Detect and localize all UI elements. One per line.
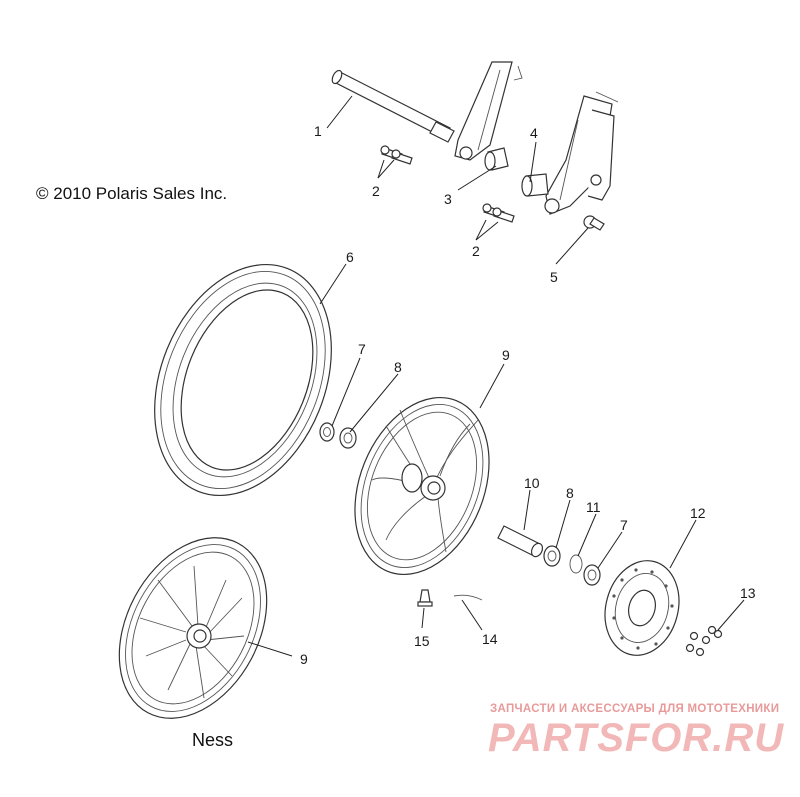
callout-5: 5: [550, 269, 558, 285]
pinch-bolts-lower: [482, 203, 515, 223]
callout-4: 4: [530, 125, 538, 141]
callout-14: 14: [482, 631, 498, 647]
leader-lines: [247, 95, 745, 657]
axle-spacer-tube: [497, 525, 544, 558]
callout-8-right: 8: [566, 485, 574, 501]
front-axle: [331, 69, 455, 143]
callout-7-right: 7: [620, 517, 628, 533]
callout-1: 1: [314, 123, 322, 139]
wheel-seal-right: [583, 564, 601, 586]
balance-weight: [453, 594, 483, 601]
wheel-spacer-right: [521, 173, 549, 197]
callout-2-lower: 2: [472, 243, 480, 259]
ness-variant-label: Ness: [192, 730, 234, 750]
callout-12: 12: [690, 505, 706, 521]
callout-9-ness: 9: [300, 651, 308, 667]
callout-9-main: 9: [502, 347, 510, 363]
rotor-bolts: [685, 625, 723, 657]
copyright-notice: © 2010 Polaris Sales Inc.: [36, 184, 228, 203]
callout-3: 3: [444, 191, 452, 207]
wheel-bearing-left: [339, 427, 357, 449]
pinch-bolts-upper: [380, 145, 413, 165]
left-fork-leg: [454, 61, 523, 161]
watermark-tagline: ЗАПЧАСТИ И АКСЕССУАРЫ ДЛЯ МОТОТЕХНИКИ: [490, 703, 780, 715]
callout-7-left: 7: [358, 341, 366, 357]
callout-15: 15: [414, 633, 430, 649]
callout-11: 11: [586, 499, 601, 515]
callout-10: 10: [524, 475, 540, 491]
cast-wheel-standard: [354, 396, 490, 576]
watermark-brand: PARTSFOR.RU: [488, 716, 785, 760]
callout-2-upper: 2: [372, 183, 380, 199]
axle-pinch-bolt: [583, 215, 605, 231]
front-tire: [154, 263, 332, 497]
right-fork-leg: [544, 91, 619, 215]
wheel-bearing-right: [543, 545, 561, 567]
callout-labels: 1 2 3 4 2 5 6 7 8 9 10 8 11 7 12 13 14 1…: [300, 123, 756, 667]
callout-6: 6: [346, 249, 354, 265]
brake-rotor: [604, 560, 680, 656]
callout-8-left: 8: [394, 359, 402, 375]
wheel-spacer-left: [484, 147, 509, 171]
retaining-ring: [569, 554, 583, 574]
callout-13: 13: [740, 585, 756, 601]
valve-stem: [417, 589, 433, 607]
cast-wheel-ness: [118, 537, 268, 719]
wheel-seal-left: [319, 422, 335, 442]
